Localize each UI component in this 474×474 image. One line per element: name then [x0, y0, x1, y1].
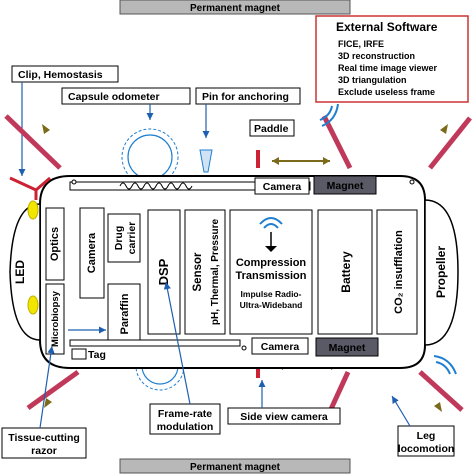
callout-paddle: Paddle: [249, 119, 295, 137]
magnet-bottom-label: Magnet: [329, 342, 366, 354]
locomotion-legs: [4, 114, 472, 422]
software-item: Exclude useless frame: [338, 87, 435, 97]
frame-rate-label-2: modulation: [157, 421, 214, 433]
paraffin-module: [107, 283, 141, 345]
tag-label: Tag: [88, 349, 106, 361]
software-item: Real time image viewer: [338, 63, 438, 73]
sensor-module: [184, 209, 226, 335]
camera-top-label: Camera: [263, 181, 302, 193]
tag-bar: [69, 339, 241, 347]
top-rail: [69, 181, 311, 191]
permanent-magnet-bottom: Permanent magnet: [119, 458, 351, 474]
leg-motion-arrows: [42, 124, 448, 412]
magnet-top-label: Magnet: [327, 180, 364, 192]
antenna-icon: [259, 217, 283, 252]
led-cap: LED: [9, 200, 41, 341]
spring: [119, 182, 193, 190]
tag-chip: [71, 348, 87, 360]
callout-clip-label: Clip, Hemostasis: [18, 69, 103, 81]
impulse-radio-label-2: Ultra-Wideband: [240, 300, 303, 310]
leg-locomotion-label-2: locomotion: [398, 443, 455, 455]
callout-pin: Pin for anchoring: [195, 87, 301, 138]
frame-rate-label-1: Frame-rate: [158, 408, 212, 420]
callout-clip: Clip, Hemostasis: [11, 65, 119, 176]
led-label: LED: [13, 260, 27, 284]
dsp-module: [147, 209, 181, 335]
callout-pin-label: Pin for anchoring: [202, 91, 289, 103]
drug-carrier-label-1: Drug: [113, 226, 125, 251]
permanent-magnet-top-label: Permanent magnet: [190, 3, 281, 14]
sensor-label: Sensor: [192, 252, 204, 292]
propeller-label: Propeller: [434, 246, 448, 298]
tissue-razor-label-1: Tissue-cutting: [8, 432, 80, 444]
compression-module: [229, 209, 313, 335]
external-software-title: External Software: [336, 20, 438, 34]
battery-module: [317, 209, 373, 335]
drug-carrier-label-2: carrier: [126, 222, 138, 255]
camera-bottom-label: Camera: [261, 341, 300, 353]
paddle-arrow: [272, 157, 330, 165]
co2-label: CO₂ insufflation: [393, 230, 405, 314]
sensor-sub-label: pH, Thermal, Pressure: [210, 218, 221, 325]
side-view-camera-label: Side view camera: [240, 411, 328, 423]
wifi-icon: [433, 355, 457, 375]
callout-paddle-label: Paddle: [254, 123, 289, 135]
software-item: FICE, IRFE: [338, 39, 384, 49]
microbiopsy-module: [45, 283, 65, 355]
magnet-top-box: [313, 175, 377, 195]
anchoring-pin: [199, 149, 213, 173]
paraffin-label: Paraffin: [119, 293, 131, 334]
permanent-magnet-top: Permanent magnet: [119, 0, 351, 15]
wifi-icon: [319, 103, 339, 127]
callout-capsule-odometer-label: Capsule odometer: [68, 91, 160, 103]
led-light: [27, 200, 39, 220]
led-light: [27, 295, 39, 315]
camera-front-module: [79, 207, 105, 299]
callout-side-view-camera: Side view camera: [227, 380, 341, 425]
microbiopsy-label: Microbiopsy: [50, 290, 61, 347]
callout-tissue-razor: Tissue-cutting razor: [1, 345, 87, 459]
clip-jaws: [9, 176, 51, 200]
software-item: 3D triangulation: [338, 75, 407, 85]
sensor-dot: [409, 179, 415, 185]
camera-top-box: [254, 177, 310, 195]
callout-frame-rate: Frame-rate modulation: [149, 281, 221, 435]
co2-module: [376, 209, 418, 335]
permanent-magnet-bottom-label: Permanent magnet: [190, 462, 281, 473]
callout-leg-locomotion: Leg locomotion: [391, 395, 455, 457]
external-software-box: External Software FICE, IRFE 3D reconstr…: [315, 15, 469, 103]
optics-label: Optics: [49, 227, 61, 261]
optics-module: [45, 207, 65, 281]
sensor-dot: [241, 345, 247, 351]
leg-locomotion-label-1: Leg: [417, 430, 436, 442]
tissue-razor-label-2: razor: [31, 445, 57, 457]
camera-bottom-box: [251, 337, 309, 355]
dsp-label: DSP: [156, 258, 171, 285]
sensor-dot: [71, 179, 77, 185]
battery-label: Battery: [339, 251, 353, 293]
magnet-bottom-box: [315, 337, 379, 357]
camera-front-label: Camera: [86, 232, 98, 273]
drug-carrier-module: [107, 213, 141, 263]
software-item: 3D reconstruction: [338, 51, 415, 61]
impulse-radio-label-1: Impulse Radio-: [241, 289, 302, 299]
propeller-cap: Propeller: [424, 199, 459, 346]
compression-label-2: Transmission: [236, 270, 307, 282]
paddle-bar: [256, 150, 260, 168]
callout-capsule-odometer: Capsule odometer: [61, 87, 191, 120]
compression-label-1: Compression: [236, 257, 307, 269]
